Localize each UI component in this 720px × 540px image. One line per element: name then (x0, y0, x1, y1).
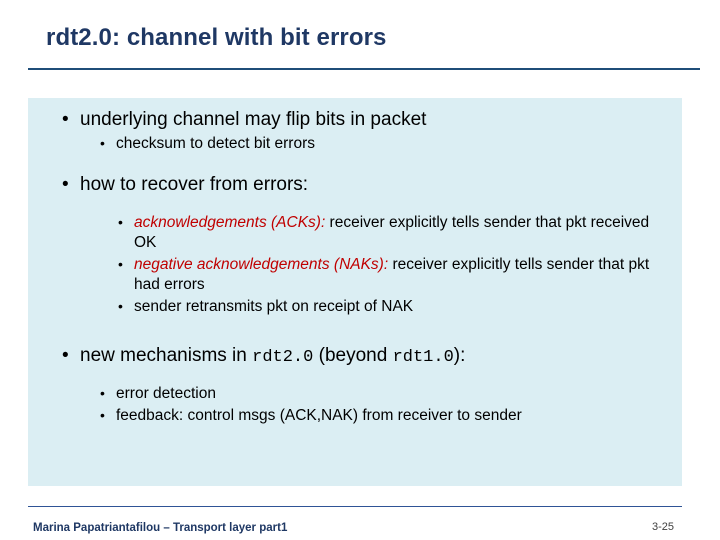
spacer (42, 370, 668, 384)
bullet-new-mechanisms-middle: (beyond (313, 345, 393, 367)
bullet-how-to-recover-label: how to recover from errors: (80, 174, 309, 196)
bullet-error-detection-label: error detection (116, 385, 216, 403)
title-divider (28, 68, 700, 70)
bullet-acks-label: receiver explicitly tells sender that pk… (134, 213, 650, 252)
bullet-glyph-icon: • (100, 385, 105, 402)
page-title: rdt2.0: channel with bit errors (46, 24, 387, 51)
bullet-glyph-icon: • (62, 345, 69, 367)
page-number: 3-25 (652, 521, 675, 533)
spacer (42, 155, 668, 173)
spacer (42, 318, 668, 344)
bullet-list: • underlying channel may flip bits in pa… (28, 98, 682, 427)
bullet-checksum-label: checksum to detect bit errors (116, 134, 315, 152)
footer-author: Marina Papatriantafilou – Transport laye… (33, 522, 288, 534)
bullet-glyph-icon: • (62, 109, 69, 130)
bullet-naks-emphasis: negative acknowledgements (NAKs): (134, 255, 389, 273)
bullet-glyph-icon: • (100, 406, 105, 423)
bullet-underlying-channel-label: underlying channel may flip bits in pack… (80, 109, 427, 130)
code-rdt10: rdt1.0 (392, 348, 454, 368)
bullet-retransmit-label: sender retransmits pkt on receipt of NAK (134, 297, 414, 315)
bullet-glyph-icon: • (62, 174, 69, 196)
bullet-glyph-icon: • (100, 134, 105, 151)
bullet-new-mechanisms-suffix: ): (453, 345, 466, 367)
bullet-retransmit: • sender retransmits pkt on receipt of N… (42, 297, 668, 317)
bullet-new-mechanisms: • new mechanisms in rdt2.0 (beyond rdt1.… (42, 344, 668, 368)
bullet-error-detection: • error detection (42, 384, 668, 404)
bullet-glyph-icon: • (118, 297, 123, 314)
bullet-feedback-label: feedback: control msgs (ACK,NAK) from re… (116, 406, 522, 424)
bullet-how-to-recover: • how to recover from errors: (42, 173, 668, 197)
footer-divider (28, 506, 682, 507)
bullet-checksum: • checksum to detect bit errors (42, 134, 668, 154)
spacer (42, 199, 668, 213)
bullet-naks-label: receiver explicitly tells sender that pk… (134, 255, 650, 294)
bullet-glyph-icon: • (118, 255, 123, 272)
bullet-acks-emphasis: acknowledgements (ACKs): (134, 213, 326, 231)
bullet-glyph-icon: • (118, 213, 123, 230)
content-panel: • underlying channel may flip bits in pa… (28, 98, 682, 486)
bullet-feedback: • feedback: control msgs (ACK,NAK) from … (42, 406, 668, 426)
bullet-underlying-channel: • underlying channel may flip bits in pa… (42, 108, 668, 132)
code-rdt20: rdt2.0 (252, 348, 314, 368)
bullet-naks: • negative acknowledgements (NAKs): rece… (42, 255, 668, 296)
bullet-new-mechanisms-prefix: new mechanisms in (80, 345, 253, 367)
bullet-acks: • acknowledgements (ACKs): receiver expl… (42, 213, 668, 254)
